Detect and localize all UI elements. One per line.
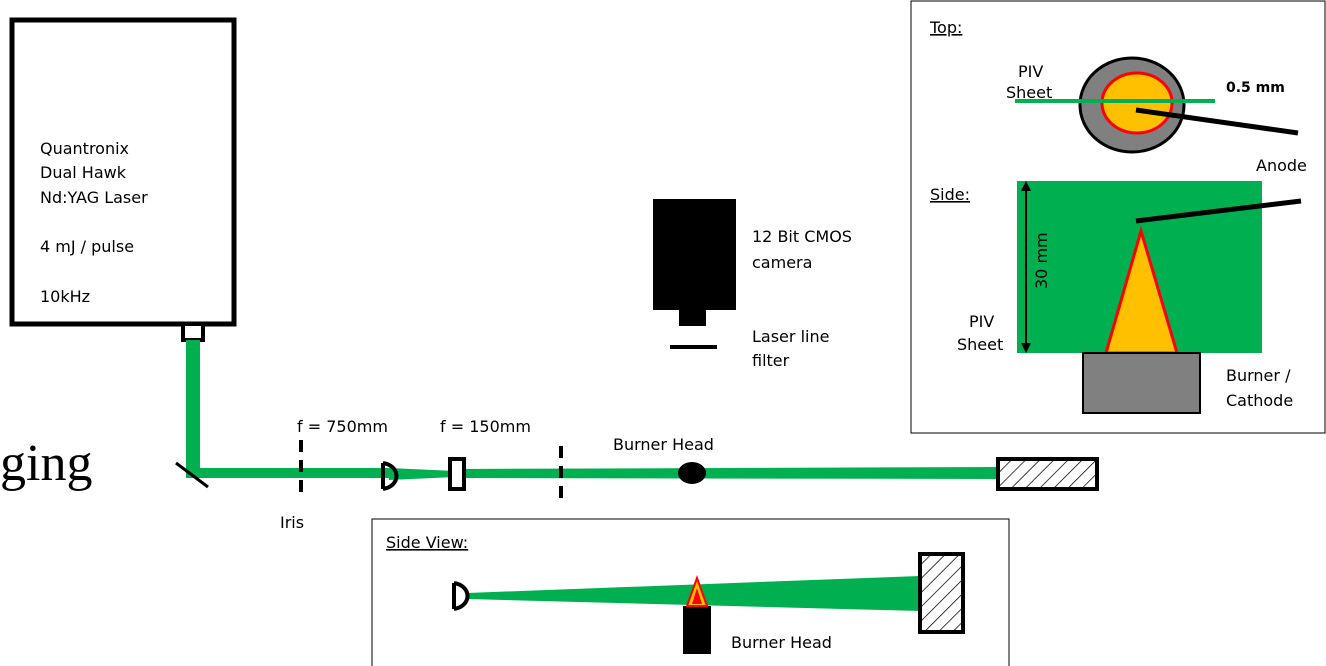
camera-label-line2: camera bbox=[752, 253, 812, 272]
laser-line-filter bbox=[670, 345, 717, 349]
inset-top-title: Top: bbox=[929, 18, 962, 37]
burner-head-top bbox=[678, 462, 706, 484]
lens-750mm bbox=[381, 461, 399, 491]
camera-body bbox=[653, 199, 736, 310]
side-view-lens bbox=[452, 581, 470, 611]
piv-label-top-1: PIV bbox=[1018, 62, 1043, 81]
piv-label-top-2: Sheet bbox=[1006, 83, 1052, 102]
turning-mirror bbox=[175, 461, 209, 489]
beam-vertical bbox=[186, 340, 200, 476]
filter-label-line2: filter bbox=[752, 351, 790, 370]
camera-lens bbox=[679, 310, 706, 326]
side-view-burner bbox=[683, 606, 711, 654]
iris-label: Iris bbox=[280, 513, 304, 532]
laser-label-line2: Dual Hawk bbox=[40, 163, 127, 182]
piv-label-side-1: PIV bbox=[969, 312, 994, 331]
beam-expanding bbox=[455, 467, 1000, 479]
piv-sheet-top bbox=[1015, 99, 1215, 103]
camera-label-line1: 12 Bit CMOS bbox=[752, 227, 852, 246]
burner-label-line2: Cathode bbox=[1226, 391, 1293, 410]
inset-side-title: Side: bbox=[930, 185, 970, 204]
anode-side bbox=[1135, 198, 1302, 224]
beam-dump bbox=[996, 457, 1099, 491]
dimension-arrow-bottom bbox=[1021, 343, 1031, 353]
burner-label-line1: Burner / bbox=[1226, 366, 1291, 385]
side-view-title: Side View: bbox=[386, 533, 468, 552]
sheet-thickness-label: 0.5 mm bbox=[1226, 80, 1285, 96]
beam-converging bbox=[389, 468, 455, 480]
laser-box bbox=[9, 17, 237, 327]
height-label: 30 mm bbox=[1032, 232, 1051, 289]
side-view-beam-dump bbox=[918, 552, 965, 634]
laser-aperture bbox=[181, 322, 205, 342]
lens1-label: f = 750mm bbox=[297, 417, 388, 436]
laser-label-line1: Quantronix bbox=[40, 139, 129, 158]
laser-rate: 10kHz bbox=[40, 287, 90, 306]
beam-to-lens1 bbox=[186, 468, 389, 478]
side-view-burner-label: Burner Head bbox=[731, 633, 832, 652]
anode-label: Anode bbox=[1256, 156, 1307, 175]
piv-label-side-2: Sheet bbox=[957, 335, 1003, 354]
burner-side-view bbox=[1082, 352, 1201, 414]
anode-top bbox=[1135, 107, 1299, 136]
dimension-arrow-top bbox=[1021, 181, 1031, 191]
burner-head-label: Burner Head bbox=[613, 435, 714, 454]
partial-title-text: ging bbox=[0, 435, 92, 492]
lens2-label: f = 150mm bbox=[440, 417, 531, 436]
lens-150mm bbox=[448, 457, 466, 491]
side-view-flame-inner bbox=[692, 588, 702, 604]
laser-energy: 4 mJ / pulse bbox=[40, 237, 134, 256]
laser-label-line3: Nd:YAG Laser bbox=[40, 188, 148, 207]
filter-label-line1: Laser line bbox=[752, 327, 829, 346]
